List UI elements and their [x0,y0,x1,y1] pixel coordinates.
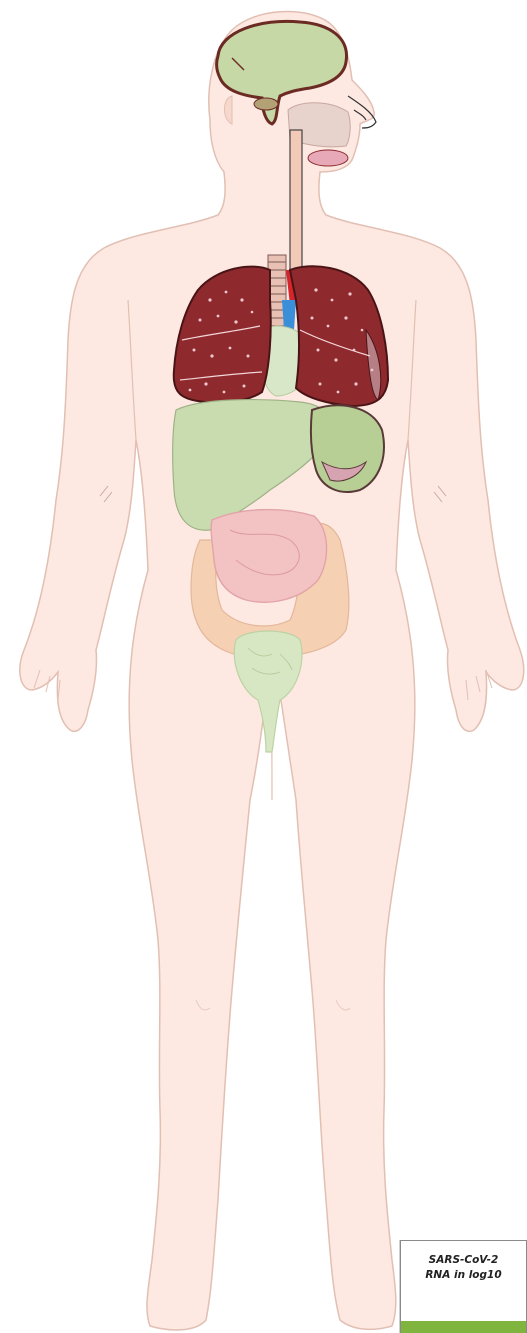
vena-cava [282,300,296,330]
legend-title-line2: RNA in log10 [401,1268,526,1283]
brain-stem [254,98,278,110]
legend-title-line1: SARS-CoV-2 [401,1253,526,1268]
legend-title: SARS-CoV-2 RNA in log10 [401,1253,526,1283]
legend-color-swatch [401,1321,526,1333]
esophagus-tube [290,130,302,280]
legend-box: SARS-CoV-2 RNA in log10 [400,1240,527,1333]
small-intestine [211,510,326,603]
tonsil [308,150,348,166]
